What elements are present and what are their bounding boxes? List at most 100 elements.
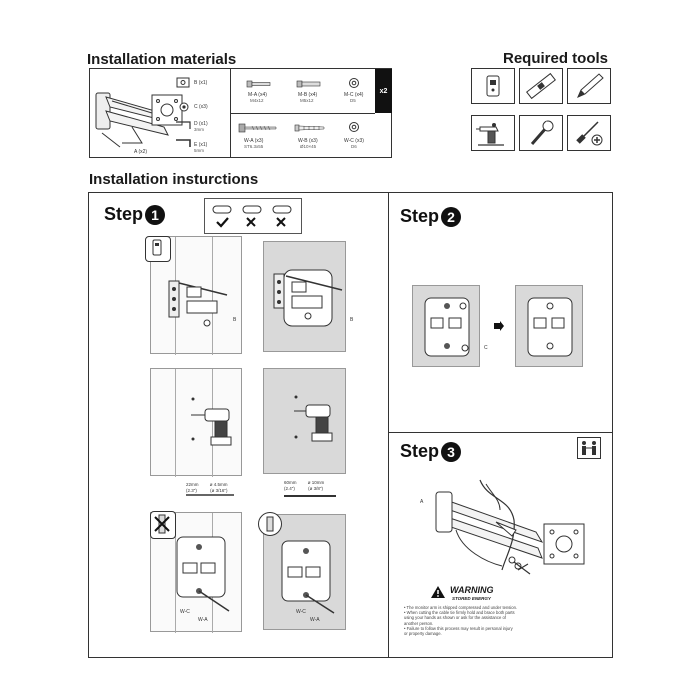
step2-label: Step (400, 206, 440, 226)
check-icon (216, 217, 229, 228)
dim-dia-in-r: (ø 3/8") (308, 485, 323, 491)
monitor-arm-drawing (95, 92, 183, 148)
drill-icon (471, 115, 515, 151)
part-d-label: D (x1) (194, 121, 208, 127)
pencil-icon (567, 68, 611, 104)
level-icon (519, 68, 563, 104)
instructions-title: Installation insturctions (89, 171, 259, 188)
dim-depth-mm: 22mm (186, 482, 199, 487)
warning-line: • Failure to follow this process may res… (404, 625, 513, 631)
wa-label: W-A (x3) (244, 138, 264, 144)
step2-wall-before (412, 285, 480, 367)
drill-bit-left-icon (186, 494, 234, 496)
plate-finished-drawing (527, 297, 573, 357)
part-b-icon (176, 77, 190, 88)
part-d-size: 3mm (194, 127, 204, 132)
warning-line: or property damage. (404, 631, 442, 637)
plate-with-cover-drawing (424, 297, 470, 357)
wrench-icon (519, 115, 563, 151)
step2-wall-after (515, 285, 583, 367)
part-e-label: E (x1) (194, 142, 208, 148)
dim-depth-mm-r: 60mm (284, 480, 297, 485)
wb-size: Ø10×45 (300, 144, 317, 149)
drill-bit-dims-left: 22mm ø 4.5mm (2.3") (ø 3/16") (186, 482, 228, 493)
dim-dia-mm: ø 4.5mm (209, 482, 228, 487)
mc-size: D5 (350, 98, 356, 103)
step3-title: Step 3 (400, 441, 462, 462)
drill-action-drawing (191, 397, 232, 446)
wall-plate-concrete-drawing (273, 269, 343, 327)
warning-text: • The monitor arm is shipped compressed … (404, 605, 554, 636)
arrow-right-icon (494, 321, 504, 331)
slot-options (204, 198, 302, 234)
stud-wall-panel-2 (150, 368, 242, 477)
screwdriver-icon (567, 115, 611, 151)
cross-icon (246, 217, 256, 227)
dim-dia-mm-r: ø 10mm (307, 480, 325, 485)
warning-subtitle: STORED ENERGY (452, 596, 491, 601)
dim-dia-in: (ø 3/16") (210, 487, 228, 493)
warning-line: another person. (404, 620, 434, 626)
two-person-icon (577, 437, 601, 459)
multiplier-badge: x2 (375, 69, 392, 113)
cut-cable-tie-drawing (435, 479, 585, 575)
materials-panel: x2 B (x1) C (x3) D (x1) 3mm E (x1) 5mm A… (89, 68, 392, 158)
step1-callout-b-left: B (233, 317, 237, 323)
wall-anchor-icon (294, 124, 325, 132)
washer-d6-icon (349, 122, 359, 132)
step1-number: 1 (145, 204, 166, 225)
step1-callout-wa-left: W-A (198, 617, 208, 623)
washer-d5-icon (349, 78, 359, 88)
step3-callout-a: A (420, 499, 424, 505)
step1-callout-wa-right: W-A (310, 617, 320, 623)
fasten-plate-concrete-drawing (281, 540, 335, 614)
wa-size: ST6.3x55 (244, 144, 264, 149)
no-anchor-callout (150, 511, 176, 539)
warning-line: • When cutting the cable tie firmly hold… (404, 610, 515, 616)
dim-depth-in: (2.3") (186, 487, 197, 493)
anchor-callout (258, 512, 282, 536)
stud-wall-panel-3 (150, 512, 242, 633)
stud-finder-callout (145, 236, 171, 262)
drill-bit-dims-right: 60mm ø 10mm (2.4") (ø 3/8") (284, 480, 324, 491)
drill-bit-right-icon (284, 495, 336, 497)
drill-concrete-drawing (294, 395, 333, 442)
part-c-label: C (x3) (194, 104, 208, 110)
mc-label: M-C (x4) (344, 92, 364, 98)
ma-size: M4x12 (250, 98, 264, 103)
warning-line: using your hands as shown or ask for the… (404, 615, 506, 621)
stud-finder-icon (471, 68, 515, 104)
step1-title: Step 1 (104, 204, 166, 225)
part-b-label: B (x1) (194, 80, 208, 86)
warning-triangle-icon (431, 586, 445, 598)
step1-callout-wc-right: W-C (296, 609, 306, 615)
mb-label: M-B (x4) (298, 92, 318, 98)
wc-label: W-C (x3) (344, 138, 364, 144)
concrete-wall-panel-2 (263, 368, 346, 474)
concrete-wall-panel-1 (263, 241, 346, 352)
mb-size: M5x12 (300, 98, 314, 103)
part-a-label: A (x2) (134, 149, 148, 155)
step3-label: Step (400, 441, 440, 461)
cross-icon (276, 217, 286, 227)
dim-depth-in-r: (2.4") (284, 485, 295, 491)
part-e-size: 5mm (194, 148, 204, 153)
hex-key-3mm-icon (176, 121, 191, 129)
step1-label: Step (104, 204, 144, 224)
screw-m4-icon (246, 80, 271, 88)
wb-label: W-B (x3) (298, 138, 318, 144)
hex-key-5mm-icon (176, 139, 191, 147)
materials-title: Installation materials (87, 51, 237, 68)
step2-callout-c: C (484, 345, 488, 351)
step1-callout-wc-left: W-C (180, 609, 190, 615)
wc-size: D6 (351, 144, 357, 149)
step3-number: 3 (441, 441, 462, 462)
screw-m5-icon (296, 80, 321, 88)
fasten-plate-drawing (176, 536, 230, 612)
lag-bolt-icon (238, 123, 277, 133)
warning-title: WARNING (450, 585, 494, 595)
step2-title: Step 2 (400, 206, 462, 227)
warning-line: • The monitor arm is shipped compressed … (404, 605, 518, 610)
tools-title: Required tools (503, 50, 609, 67)
part-c-icon (179, 102, 189, 112)
